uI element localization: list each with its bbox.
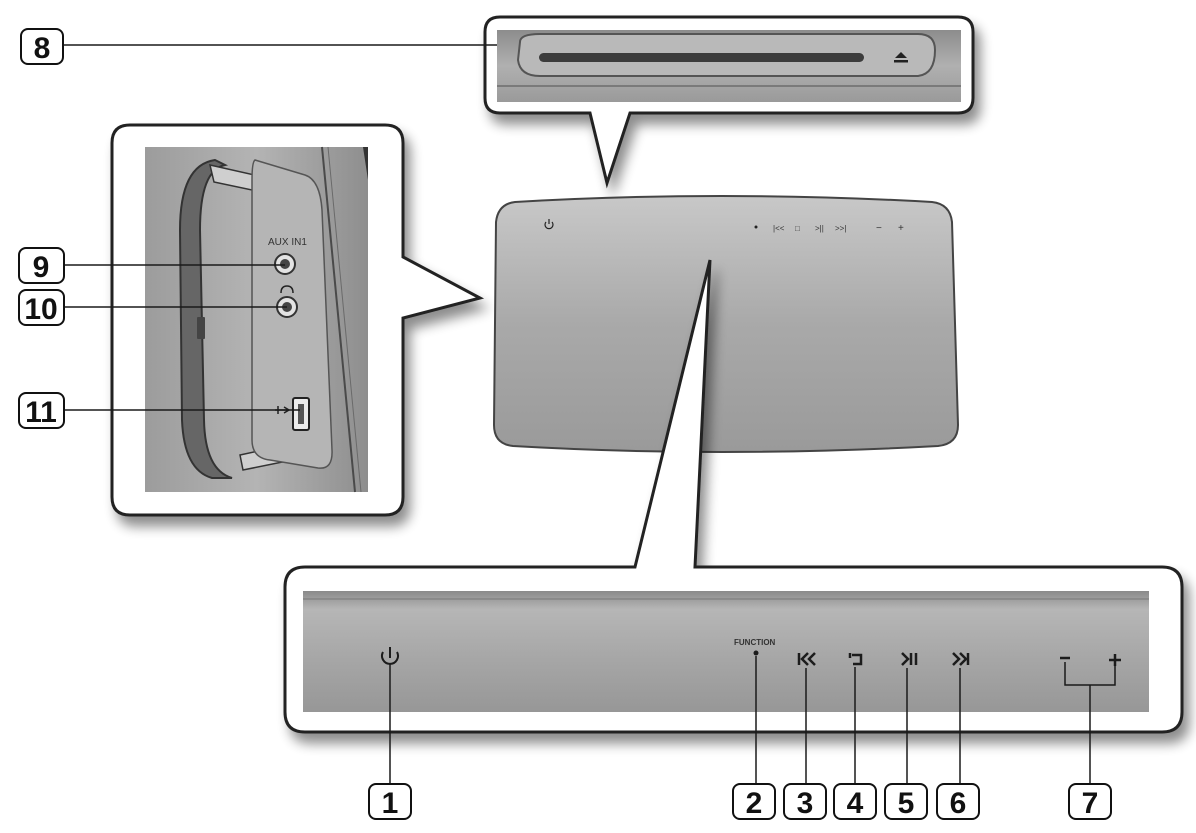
callout-9: 9 [18,247,65,284]
play-pause-icon [901,652,918,666]
eject-icon [894,52,908,63]
function-led [753,650,759,656]
callout-9-label: 9 [33,251,50,284]
mini-play: >|| [815,224,824,233]
function-button[interactable]: FUNCTION [734,638,776,656]
callout-2-label: 2 [746,787,763,820]
mini-repeat: □ [795,224,800,233]
power-icon [381,647,399,665]
callout-3: 3 [783,783,827,820]
callout-11-label: 11 [25,396,57,429]
play-pause-button[interactable] [901,652,918,666]
disc-slot [539,53,864,62]
power-button[interactable] [381,647,399,665]
next-button[interactable] [952,652,970,666]
headphone-icon [280,285,294,294]
callout-6: 6 [936,783,980,820]
mini-prev: |<< [773,224,785,233]
mini-controls: |<< □ >|| >>| − + [544,219,904,234]
repeat-icon [848,653,863,666]
callout-6-label: 6 [950,787,967,820]
device-overview: |<< □ >|| >>| − + [492,195,960,453]
callout-4: 4 [833,783,877,820]
callout-10: 10 [18,289,65,326]
callout-8-label: 8 [34,32,51,65]
callout-8: 8 [20,28,64,65]
callout-4-label: 4 [847,787,864,820]
mini-minus: − [876,223,882,234]
callout-7-label: 7 [1082,787,1099,820]
aux-jack [274,253,296,275]
leader-lines [64,44,1116,784]
side-zoom-callout: AUX IN1 [110,123,485,517]
power-icon [544,219,554,230]
callout-11: 11 [18,392,65,429]
skip-forward-icon [952,652,970,666]
bottom-zoom-callout: FUNCTION [283,259,1184,734]
skip-back-icon [797,652,816,666]
mini-next: >>| [835,224,846,233]
callout-2: 2 [732,783,776,820]
aux-in-label: AUX IN1 [268,237,307,248]
previous-button[interactable] [797,652,816,666]
repeat-button[interactable] [848,653,863,666]
callout-7: 7 [1068,783,1112,820]
function-label: FUNCTION [734,638,776,647]
callout-1: 1 [368,783,412,820]
side-slot [197,317,205,339]
callout-3-label: 3 [797,787,814,820]
mini-plus: + [898,223,904,234]
callout-5: 5 [884,783,928,820]
callout-10-label: 10 [24,293,57,326]
top-zoom-callout [483,15,975,189]
callout-5-label: 5 [898,787,915,820]
callout-1-label: 1 [382,787,399,820]
